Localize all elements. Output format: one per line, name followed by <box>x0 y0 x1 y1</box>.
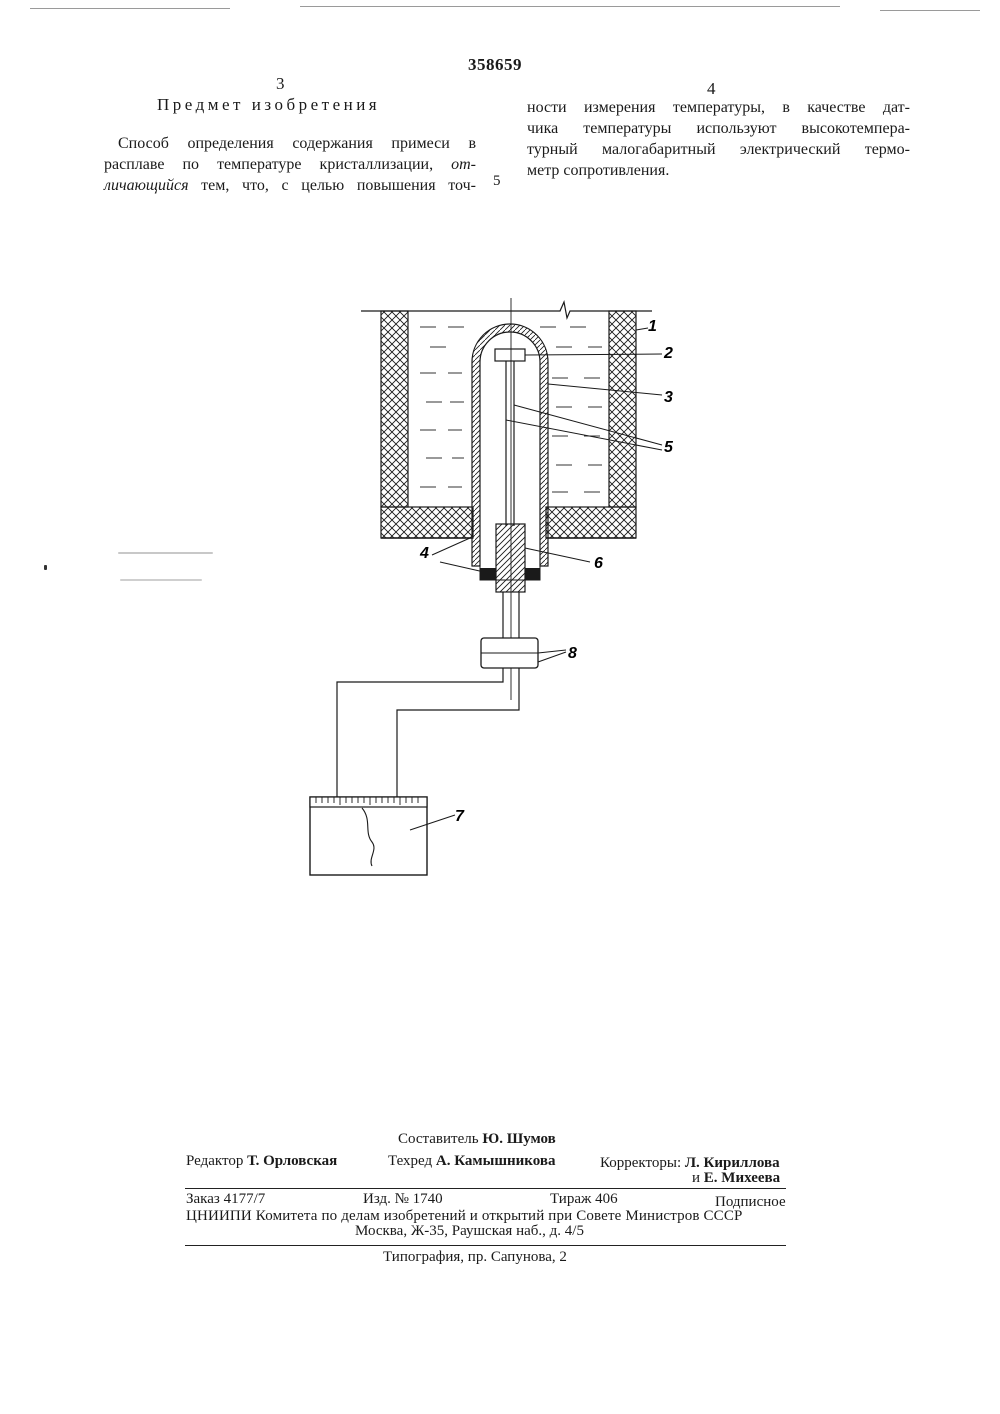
composer: Составитель Ю. Шумов <box>398 1131 556 1148</box>
claim-line: турный малогабаритный электрический терм… <box>527 139 910 160</box>
editor: Редактор Т. Орловская <box>186 1153 337 1170</box>
measuring-instrument <box>310 797 427 875</box>
scan-speck <box>118 552 213 554</box>
address: Москва, Ж-35, Раушская наб., д. 4/5 <box>355 1223 584 1240</box>
connector <box>481 638 538 668</box>
claim-line: личающийся тем, что, с целью повышения т… <box>104 175 476 196</box>
wires <box>337 668 519 797</box>
left-column-number: 3 <box>276 74 285 94</box>
divider <box>185 1188 786 1189</box>
label-6: 6 <box>594 555 603 572</box>
label-8: 8 <box>568 645 577 662</box>
edition-number: Изд. № 1740 <box>363 1191 443 1208</box>
right-column-number: 4 <box>707 79 716 99</box>
corrector-second: и Е. Михеева <box>692 1170 780 1187</box>
claim-line: расплаве по температуре кристаллизации, … <box>104 154 476 175</box>
order-number: Заказ 4177/7 <box>186 1191 265 1208</box>
label-7: 7 <box>455 808 465 825</box>
crucible <box>381 311 636 538</box>
divider <box>185 1245 786 1246</box>
label-4: 4 <box>419 545 429 562</box>
label-1: 1 <box>648 318 657 335</box>
label-5: 5 <box>664 439 674 456</box>
claim-line: чика температуры используют высокотемпер… <box>527 118 910 139</box>
line-number-marker: 5 <box>493 173 501 190</box>
section-title: Предмет изобретения <box>157 95 380 115</box>
holder <box>480 524 540 592</box>
scan-speck <box>44 565 47 570</box>
top-border-line <box>30 8 230 9</box>
claim-right-column: ности измерения температуры, в качестве … <box>527 97 910 181</box>
top-border-line <box>300 6 840 7</box>
circulation: Тираж 406 <box>550 1191 618 1208</box>
top-border-line <box>880 10 980 11</box>
patent-number: 358659 <box>468 55 522 75</box>
claim-line: Способ определения содержания примеси в <box>104 133 476 154</box>
scan-speck <box>120 579 202 581</box>
label-3: 3 <box>664 389 673 406</box>
label-2: 2 <box>663 345 673 362</box>
technical-editor: Техред А. Камышникова <box>388 1153 555 1170</box>
printing-house: Типография, пр. Сапунова, 2 <box>383 1249 567 1266</box>
claim-line: ности измерения температуры, в качестве … <box>527 97 910 118</box>
sensor-element <box>495 349 525 526</box>
apparatus-diagram: 1 2 3 4 5 6 7 8 <box>300 290 700 890</box>
claim-left-column: Способ определения содержания примеси в … <box>104 133 476 196</box>
claim-line: метр сопротивления. <box>527 160 910 181</box>
